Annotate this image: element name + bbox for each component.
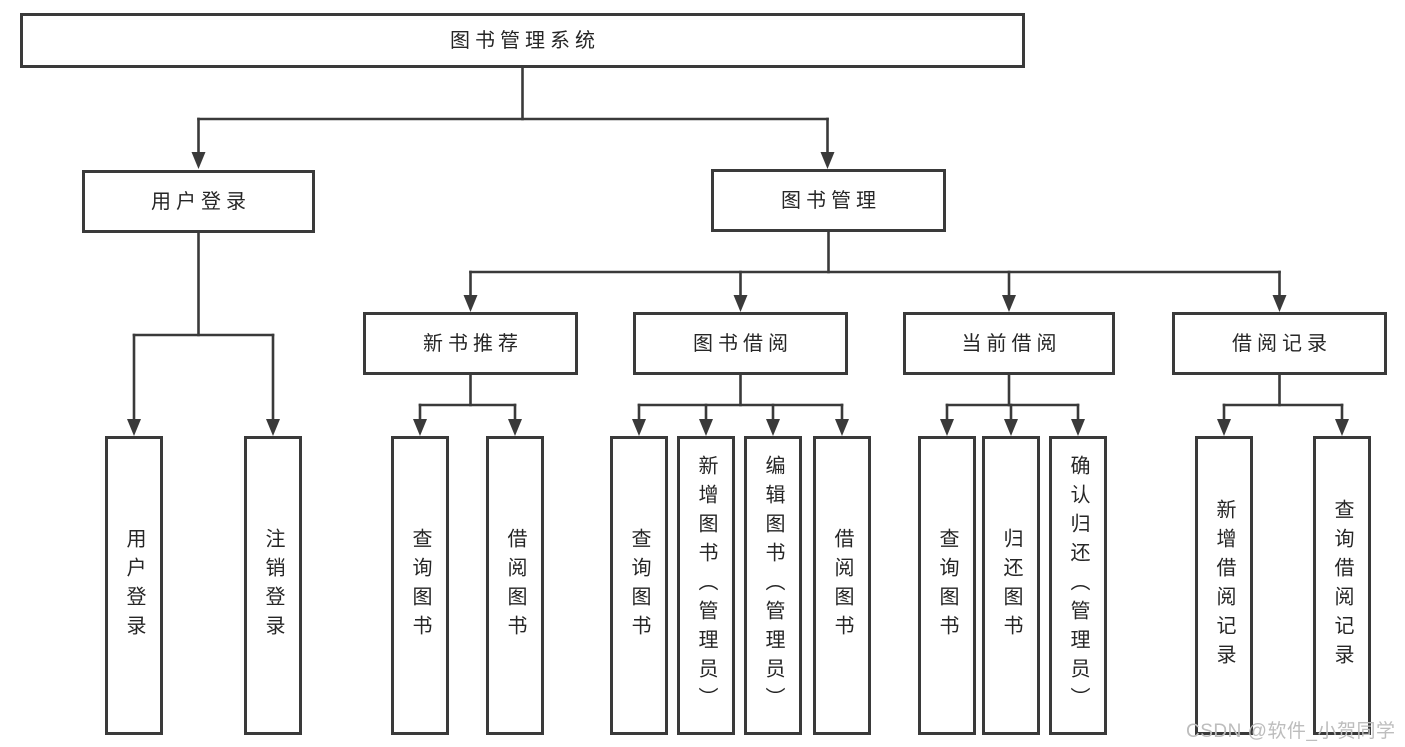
node-label: 确认归还（管理员） <box>1067 455 1089 716</box>
leaf-search-books-borrowing: 查询图书 <box>610 436 668 735</box>
leaf-logout: 注销登录 <box>244 436 302 735</box>
leaf-edit-books-admin: 编辑图书（管理员） <box>744 436 802 735</box>
node-label: 图书管理系统 <box>450 29 600 52</box>
node-label: 查询图书 <box>628 527 650 644</box>
node-user-login: 用户登录 <box>82 170 315 233</box>
node-borrowing-records: 借阅记录 <box>1172 312 1387 375</box>
node-label: 新增图书（管理员） <box>695 455 717 716</box>
leaf-search-books-current: 查询图书 <box>918 436 976 735</box>
leaf-borrow-books-recommend: 借阅图书 <box>486 436 544 735</box>
edge-current-borrowing-to-leaves <box>940 373 1085 436</box>
node-current-borrowing: 当前借阅 <box>903 312 1115 375</box>
leaf-add-books-admin: 新增图书（管理员） <box>677 436 735 735</box>
edge-user-login-to-leaves <box>127 231 280 436</box>
node-label: 编辑图书（管理员） <box>762 455 784 716</box>
node-label: 查询图书 <box>936 527 958 644</box>
edge-borrow-records-to-leaves <box>1217 373 1349 436</box>
node-book-borrowing: 图书借阅 <box>633 312 848 375</box>
leaf-user-login: 用户登录 <box>105 436 163 735</box>
node-book-management: 图书管理 <box>711 169 946 232</box>
leaf-search-books-recommend: 查询图书 <box>391 436 449 735</box>
node-label: 用户登录 <box>123 527 145 644</box>
node-label: 查询图书 <box>409 527 431 644</box>
leaf-search-borrow-record: 查询借阅记录 <box>1313 436 1371 735</box>
node-label: 图书借阅 <box>693 332 793 355</box>
edge-book-management-to-level3 <box>463 230 1287 312</box>
node-label: 借阅图书 <box>831 527 853 644</box>
edge-root-to-level2 <box>191 66 835 169</box>
node-label: 新增借阅记录 <box>1213 498 1235 673</box>
leaf-confirm-return-admin: 确认归还（管理员） <box>1049 436 1107 735</box>
node-label: 归还图书 <box>1000 527 1022 644</box>
node-label: 注销登录 <box>262 527 284 644</box>
node-label: 当前借阅 <box>961 332 1062 355</box>
node-label: 借阅记录 <box>1232 332 1332 355</box>
node-label: 新书推荐 <box>423 332 523 355</box>
node-label: 图书管理 <box>781 189 881 212</box>
node-new-book-recommendation: 新书推荐 <box>363 312 578 375</box>
node-label: 用户登录 <box>151 190 251 213</box>
leaf-add-borrow-record: 新增借阅记录 <box>1195 436 1253 735</box>
node-library-management-system: 图书管理系统 <box>20 13 1025 68</box>
node-label: 借阅图书 <box>504 527 526 644</box>
leaf-return-books: 归还图书 <box>982 436 1040 735</box>
edge-book-borrowing-to-leaves <box>632 373 849 436</box>
node-label: 查询借阅记录 <box>1331 498 1353 673</box>
csdn-watermark: CSDN @软件_小贺同学 <box>1186 721 1396 742</box>
edge-new-book-to-leaves <box>413 373 522 436</box>
leaf-borrow-books: 借阅图书 <box>813 436 871 735</box>
